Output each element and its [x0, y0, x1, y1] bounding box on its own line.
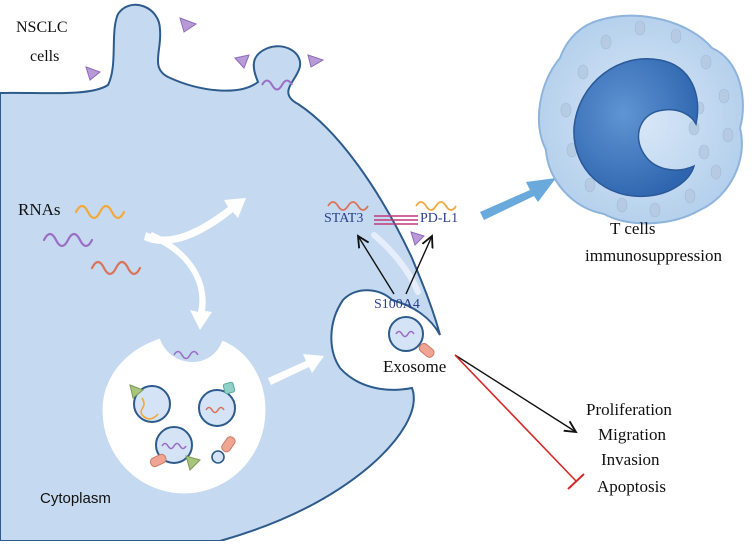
label-tcells: T cells [610, 219, 656, 238]
white-arrows [144, 198, 324, 385]
t-cell [537, 14, 744, 225]
label-cells: cells [30, 48, 60, 65]
label-exosome: Exosome [383, 357, 447, 376]
arrow-to-tcells [480, 178, 556, 220]
t-cell-nucleus [573, 58, 699, 198]
vesicle-1 [129, 384, 171, 423]
rna-pdl1 [415, 201, 457, 211]
label-s100a4: S100A4 [374, 297, 420, 312]
ligand-triangles [85, 17, 425, 246]
vesicle-small [211, 436, 236, 464]
inhibit-apoptosis [454, 354, 577, 482]
label-proliferation: Proliferation [586, 400, 672, 419]
membrane-highlight [371, 232, 421, 295]
free-rnas [42, 204, 142, 276]
label-immunosuppression: immunosuppression [585, 246, 722, 265]
multivesicular-body [101, 337, 267, 495]
label-apoptosis: Apoptosis [597, 477, 666, 496]
label-pdl1: PD-L1 [420, 211, 459, 226]
label-migration: Migration [598, 425, 666, 444]
vesicle-3 [149, 426, 201, 471]
rna-protrusion [261, 79, 293, 91]
stat3-pdl1-link [374, 215, 418, 225]
exosome-vesicle [388, 316, 435, 358]
mvb-rna [173, 350, 199, 360]
vesicle-2 [198, 381, 236, 427]
inhibit-bar [567, 473, 585, 490]
label-rnas: RNAs [18, 200, 61, 219]
label-stat3: STAT3 [324, 211, 364, 226]
label-invasion: Invasion [601, 450, 660, 469]
label-cytoplasm: Cytoplasm [40, 490, 111, 507]
arrow-to-pdl1 [405, 236, 432, 295]
rna-stat3 [327, 201, 369, 211]
label-nsclc: NSCLC [16, 19, 68, 36]
arrow-to-stat3 [358, 236, 395, 295]
arrow-to-outcomes [454, 354, 576, 432]
